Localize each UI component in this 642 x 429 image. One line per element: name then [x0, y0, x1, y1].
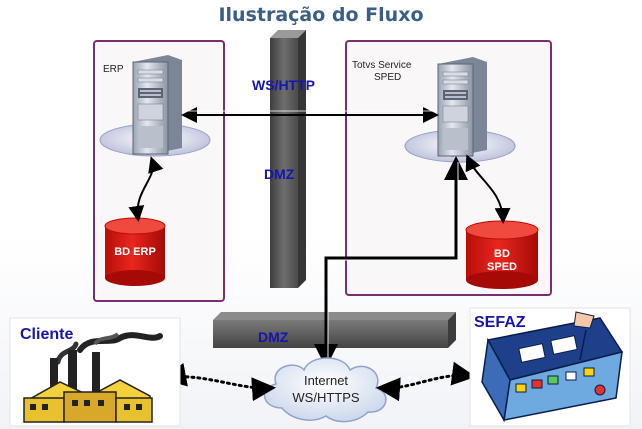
ws-http-label: WS/HTTP	[252, 77, 315, 93]
erp-zone-label: ERP	[103, 64, 124, 75]
erp-server-icon	[99, 55, 211, 157]
tss-internet-connection	[314, 156, 468, 368]
internet-cloud-label-line2: WS/HTTPS	[292, 390, 360, 405]
factory-icon	[9, 317, 181, 427]
sefaz-control-room-icon	[469, 307, 631, 427]
dmz-vertical-label: DMZ	[264, 166, 295, 182]
sped-database-label-line1: BD	[494, 248, 510, 260]
erp-database-icon	[104, 217, 166, 286]
cliente-internet-connection	[162, 362, 276, 402]
diagram-title: Ilustração do Fluxo	[218, 4, 424, 26]
dmz-wall-horizontal	[213, 312, 456, 348]
tss-zone-label-line1: Totvs Service	[352, 60, 412, 71]
cliente-label: Cliente	[20, 326, 74, 343]
sefaz-label: SEFAZ	[474, 314, 526, 331]
sped-database-label-line2: SPED	[487, 261, 517, 273]
tss-zone-label-line2: SPED	[374, 72, 402, 83]
internet-sefaz-connection	[376, 361, 476, 402]
tss-db-connection	[465, 154, 511, 224]
erp-db-connection	[128, 156, 164, 222]
dmz-horizontal-label: DMZ	[258, 329, 289, 345]
dmz-wall-vertical	[270, 30, 306, 288]
internet-cloud-label-line1: Internet	[303, 373, 349, 388]
tss-server-icon	[404, 57, 516, 163]
erp-database-label: BD ERP	[114, 246, 156, 258]
